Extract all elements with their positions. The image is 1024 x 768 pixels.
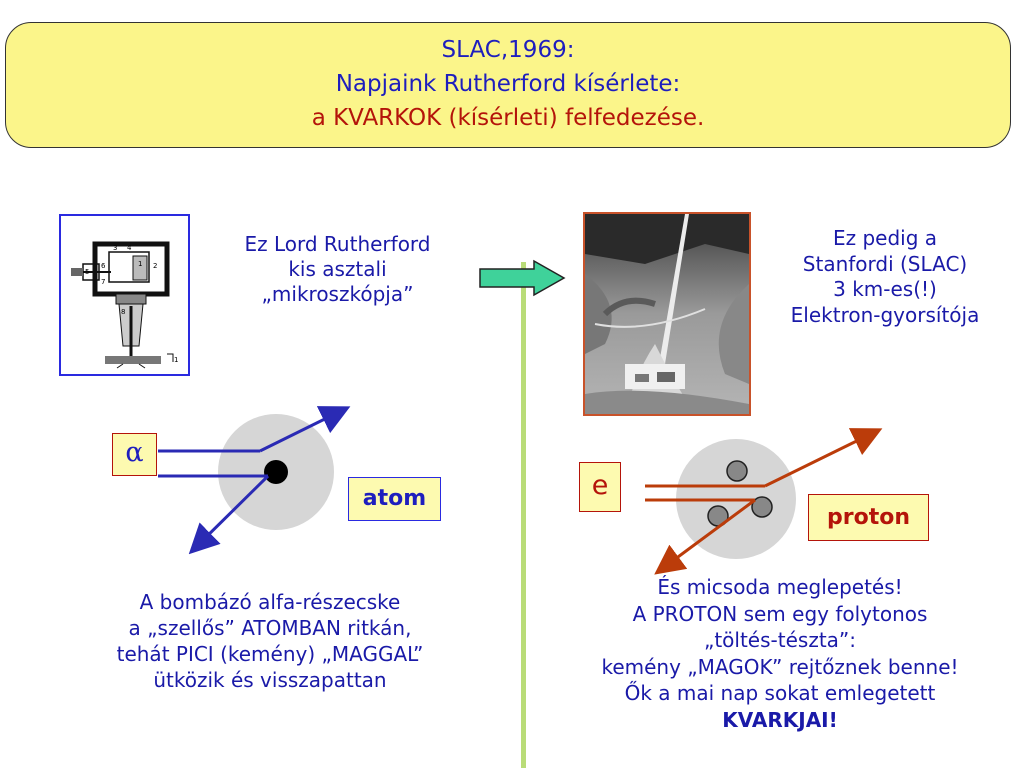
caption-line: Elektron-gyorsítója	[790, 302, 980, 327]
apparatus-label-3: 3	[113, 244, 117, 252]
title-line-1: SLAC,1969:	[441, 37, 575, 63]
apparatus-label-1b: 1	[174, 356, 178, 364]
alpha-scattering-diagram	[158, 406, 351, 555]
description-line: ütközik és visszapattan	[153, 668, 387, 692]
caption-line: kis asztali	[288, 257, 387, 281]
electron-deflect-upper	[764, 428, 883, 488]
description-emphasis: KVARKJAI!	[722, 707, 838, 732]
proton-label: proton	[808, 494, 929, 541]
right-arrow-icon	[479, 259, 566, 297]
apparatus-label-7: 7	[101, 278, 105, 286]
description-line: a „szellős” ATOMBAN ritkán,	[128, 616, 412, 640]
nucleus	[264, 460, 288, 484]
apparatus-drawing: 3 4 1 2 5 6 7 8 1	[71, 241, 178, 369]
description-line: És micsoda meglepetés!	[657, 575, 903, 599]
description-line: Ők a mai nap sokat emlegetett	[624, 681, 936, 705]
electron-scattering-diagram	[645, 428, 883, 575]
quark-top	[726, 460, 748, 482]
title-line-2: Napjaink Rutherford kísérlete:	[335, 71, 681, 97]
center-divider	[521, 262, 526, 768]
alpha-label: α	[112, 433, 157, 476]
proton-description: És micsoda meglepetés! A PROTON sem egy …	[545, 574, 1015, 733]
caption-line: Stanfordi (SLAC)	[802, 251, 968, 276]
quark-right	[751, 496, 773, 518]
apparatus-label-6: 6	[101, 262, 106, 270]
atom-label: atom	[348, 477, 441, 521]
title-banner: SLAC,1969: Napjaink Rutherford kísérlete…	[5, 22, 1011, 148]
apparatus-label-4: 4	[127, 244, 132, 252]
caption-line: 3 km-es(!)	[833, 277, 937, 301]
rutherford-caption: Ez Lord Rutherford kis asztali „mikroszk…	[205, 232, 470, 307]
slac-photo-drawing	[585, 214, 749, 414]
caption-line: „mikroszkópja”	[261, 282, 414, 306]
description-line: kemény „MAGOK” rejtőznek benne!	[601, 654, 959, 679]
rutherford-apparatus-image: 3 4 1 2 5 6 7 8 1	[59, 214, 190, 376]
description-line: A bombázó alfa-részecske	[139, 590, 401, 614]
alpha-deflect-upper	[259, 406, 351, 453]
slac-caption: Ez pedig a Stanfordi (SLAC) 3 km-es(!) E…	[760, 226, 1010, 328]
caption-line: Ez pedig a	[832, 226, 938, 250]
apparatus-label-5: 5	[85, 268, 89, 276]
electron-label: e	[579, 462, 621, 512]
electron-backscatter	[654, 498, 756, 575]
description-line: tehát PICI (kemény) „MAGGAL”	[116, 642, 424, 666]
description-line: „töltés-tészta”:	[703, 628, 857, 652]
title-line-3: a KVARKOK (kísérleti) felfedezése.	[311, 105, 705, 131]
apparatus-label-1: 1	[138, 260, 142, 268]
alpha-description: A bombázó alfa-részecske a „szellős” ATO…	[50, 589, 490, 693]
slac-aerial-photo	[583, 212, 751, 416]
caption-line: Ez Lord Rutherford	[244, 232, 431, 256]
apparatus-label-2: 2	[153, 262, 157, 270]
alpha-backscatter	[188, 474, 270, 555]
apparatus-label-8: 8	[121, 308, 125, 316]
description-line: A PROTON sem egy folytonos	[632, 601, 928, 626]
